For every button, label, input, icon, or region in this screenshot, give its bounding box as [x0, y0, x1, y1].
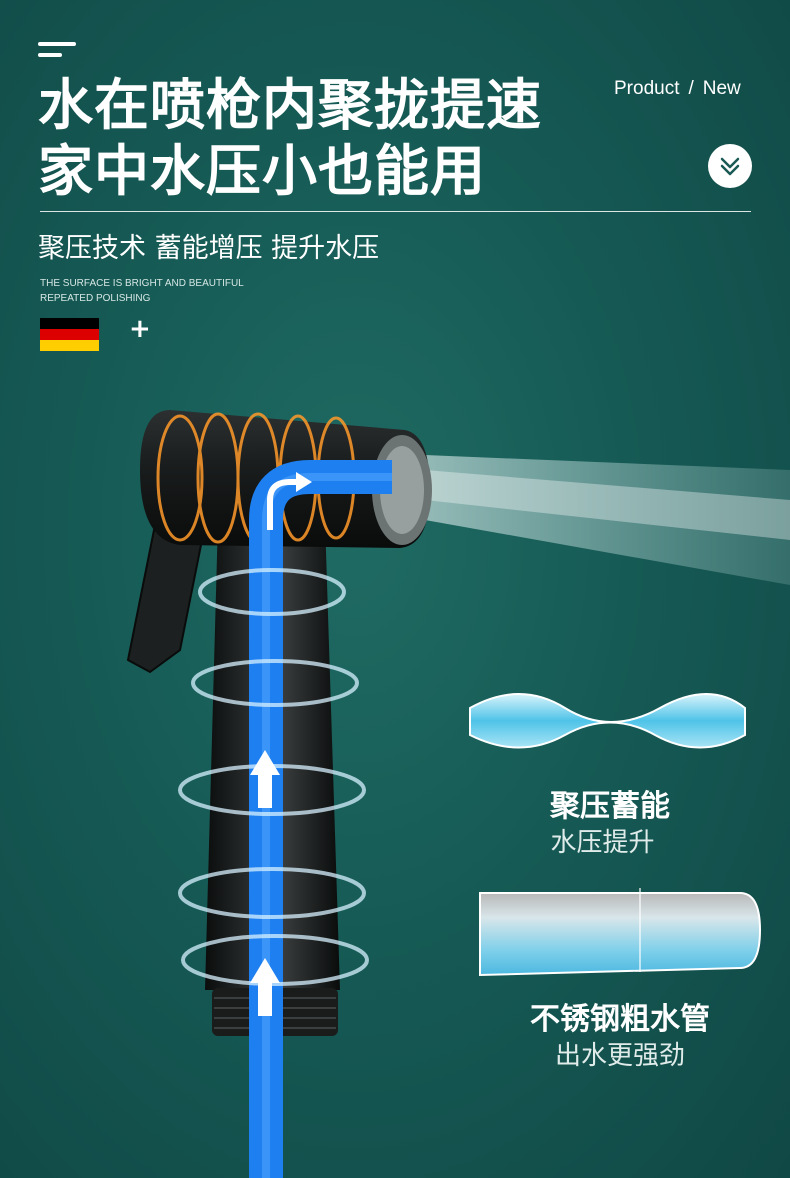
- wave-tube-icon: [469, 693, 746, 749]
- steel-pipe-icon: [479, 888, 762, 977]
- subtitle: 聚压技术 蓄能增压 提升水压: [38, 233, 380, 264]
- flow-arrow-icons: [250, 750, 280, 1016]
- turn-arrow-head-icon: [296, 472, 312, 492]
- feature-2-subtitle: 出水更强劲: [554, 1041, 685, 1071]
- menu-icon[interactable]: [38, 42, 78, 62]
- product-label: Product: [614, 78, 680, 99]
- english-caption: THE SURFACE IS BRIGHT AND BEAUTIFUL REPE…: [40, 276, 244, 306]
- headline: 水在喷枪内聚拢提速 家中水压小也能用: [38, 72, 542, 204]
- scroll-down-button[interactable]: [708, 144, 752, 188]
- english-line-1: THE SURFACE IS BRIGHT AND BEAUTIFUL: [40, 278, 244, 289]
- feature-1-subtitle: 水压提升: [550, 828, 655, 858]
- double-chevron-down-icon: [720, 157, 740, 176]
- english-line-2: REPEATED POLISHING: [40, 293, 151, 304]
- header-divider: [40, 211, 751, 212]
- swirl-rings: [178, 568, 369, 986]
- plus-sign: +: [129, 314, 151, 344]
- label-separator: /: [688, 78, 694, 99]
- product-new-label: Product / New: [614, 78, 741, 100]
- new-label: New: [702, 78, 741, 99]
- turn-arrow-icon: [267, 479, 296, 530]
- feature-2-title: 不锈钢粗水管: [530, 1002, 710, 1037]
- water-spray: [425, 455, 790, 585]
- headline-line-1: 水在喷枪内聚拢提速: [38, 73, 543, 137]
- germany-flag-icon: [40, 318, 99, 351]
- headline-line-2: 家中水压小也能用: [38, 139, 487, 203]
- feature-1-title: 聚压蓄能: [550, 789, 670, 824]
